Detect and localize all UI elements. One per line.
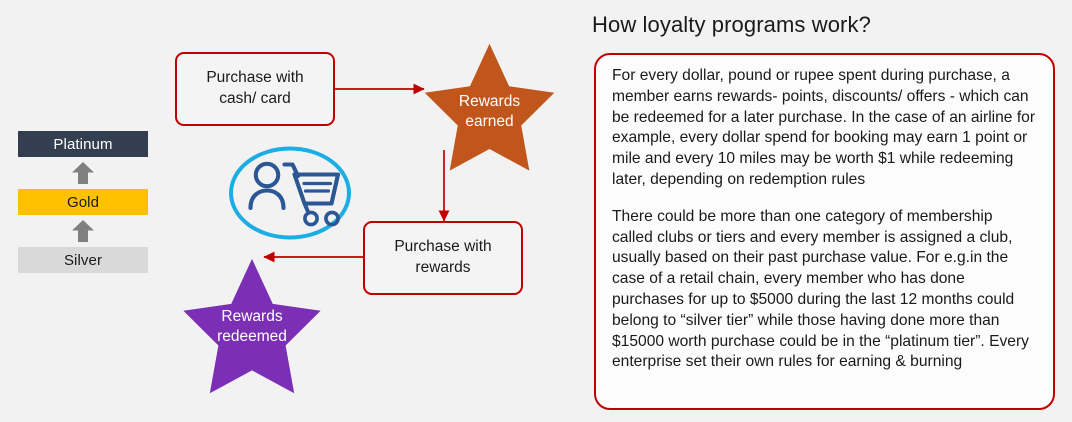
customer-shopping-cart-icon <box>228 146 352 240</box>
loyalty-tier-ladder: Platinum Gold Silver <box>18 131 148 273</box>
tier-platinum-label: Platinum <box>53 135 113 153</box>
tier-silver-label: Silver <box>63 251 103 269</box>
up-arrow-icon-platinum <box>70 160 96 186</box>
up-arrow-icon-gold <box>70 218 96 244</box>
tier-silver[interactable]: Silver <box>18 247 148 273</box>
purchase-with-cash-box[interactable]: Purchase with cash/ card <box>175 52 335 126</box>
purchase-with-cash-line2: cash/ card <box>219 90 291 107</box>
purchase-with-rewards-line1: Purchase with <box>394 238 492 256</box>
star-shape-orange <box>424 43 555 171</box>
purchase-with-cash-text: Purchase with cash/ card <box>206 68 303 110</box>
page-title-text: How loyalty programs work? <box>592 12 871 37</box>
tier-gold[interactable]: Gold <box>18 189 148 215</box>
rewards-earned-star[interactable]: Rewards earned <box>417 41 562 176</box>
explanation-paragraph-1: For every dollar, pound or rupee spent d… <box>612 67 1036 189</box>
purchase-with-rewards-text: Purchase with rewards <box>394 237 491 279</box>
explanation-panel: For every dollar, pound or rupee spent d… <box>594 53 1055 410</box>
rewards-redeemed-star[interactable]: Rewards redeemed <box>174 256 330 399</box>
tier-gold-label: Gold <box>66 193 100 211</box>
badge-ring <box>229 146 351 240</box>
tier-platinum[interactable]: Platinum <box>18 131 148 157</box>
person-cart-glyph <box>248 161 341 227</box>
star-shape-purple <box>183 258 321 394</box>
purchase-with-rewards-box[interactable]: Purchase with rewards <box>363 221 523 295</box>
purchase-with-cash-line1: Purchase with <box>206 69 304 87</box>
purchase-with-rewards-line2: rewards <box>415 259 471 276</box>
explanation-paragraph-2: There could be more than one category of… <box>612 207 1029 371</box>
page-title: How loyalty programs work? <box>592 12 871 38</box>
